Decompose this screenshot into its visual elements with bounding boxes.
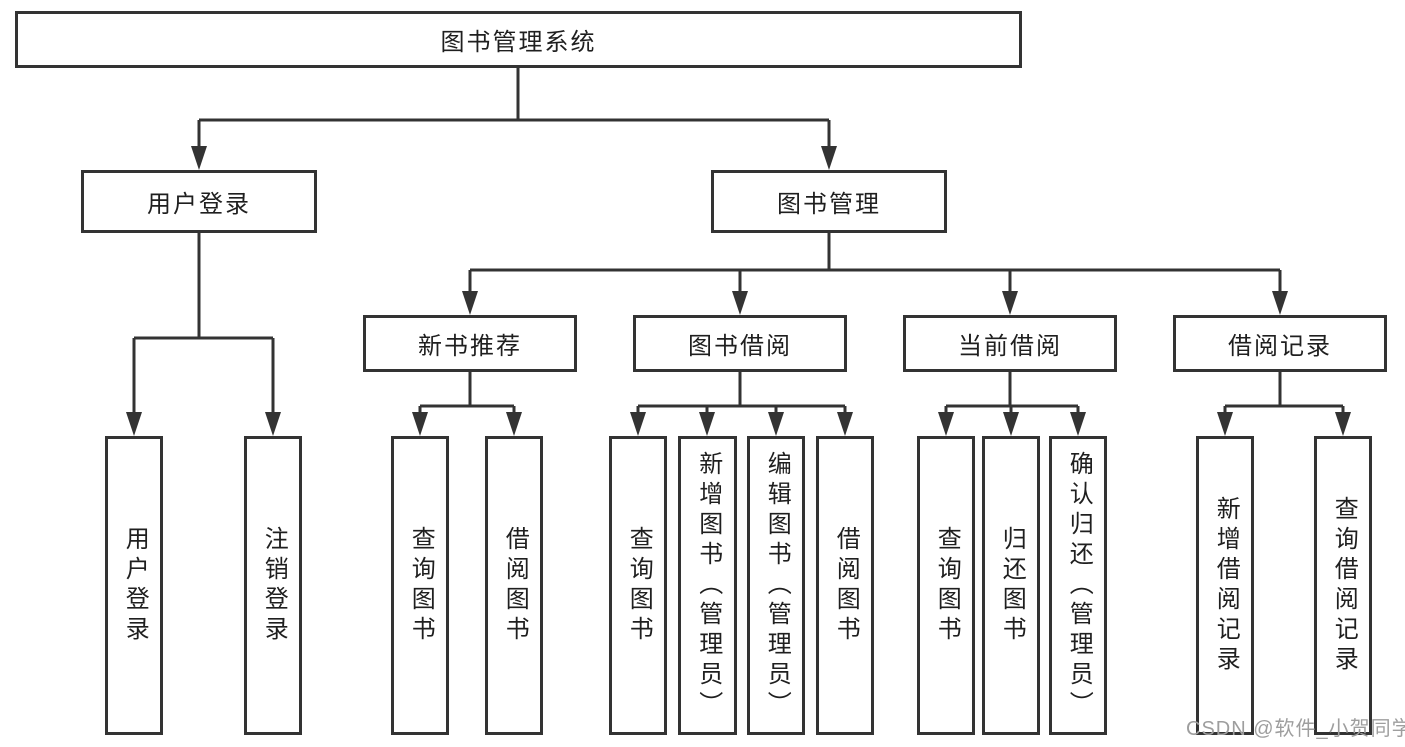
leaf-cb-confirm-return-admin: 确认归还（管理员） <box>1049 436 1107 735</box>
node-current-borrowing-label: 当前借阅 <box>958 333 1062 360</box>
leaf-bb-query-books-label: 查询图书 <box>625 525 653 646</box>
node-user-login: 用户登录 <box>81 170 317 233</box>
leaf-br-query-record-label: 查询借阅记录 <box>1330 495 1358 676</box>
leaf-cb-confirm-return-admin-label: 确认归还（管理员） <box>1065 450 1093 721</box>
leaf-bb-edit-books-admin-label: 编辑图书（管理员） <box>763 450 791 721</box>
leaf-nb-query-books-label: 查询图书 <box>407 525 435 646</box>
leaf-br-query-record: 查询借阅记录 <box>1314 436 1372 735</box>
leaf-br-add-record: 新增借阅记录 <box>1196 436 1254 735</box>
leaf-nb-query-books: 查询图书 <box>391 436 449 735</box>
node-borrowing-records: 借阅记录 <box>1173 315 1387 372</box>
node-book-management: 图书管理 <box>711 170 947 233</box>
node-new-book-recommend: 新书推荐 <box>363 315 577 372</box>
node-root: 图书管理系统 <box>15 11 1022 68</box>
leaf-nb-borrow-books: 借阅图书 <box>485 436 543 735</box>
leaf-bb-borrow-books-label: 借阅图书 <box>832 525 860 646</box>
leaf-bb-add-books-admin: 新增图书（管理员） <box>678 436 737 735</box>
leaf-cb-return-books: 归还图书 <box>982 436 1040 735</box>
leaf-nb-borrow-books-label: 借阅图书 <box>501 525 529 646</box>
leaf-bb-edit-books-admin: 编辑图书（管理员） <box>747 436 805 735</box>
leaf-user-login: 用户登录 <box>105 436 163 735</box>
leaf-cb-query-books: 查询图书 <box>917 436 975 735</box>
leaf-bb-borrow-books: 借阅图书 <box>816 436 874 735</box>
leaf-cb-return-books-label: 归还图书 <box>998 525 1026 646</box>
node-new-book-recommend-label: 新书推荐 <box>418 333 522 360</box>
leaf-bb-query-books: 查询图书 <box>609 436 667 735</box>
node-book-borrowing-label: 图书借阅 <box>688 333 792 360</box>
watermark: CSDN @软件_小贺同学 <box>1186 718 1405 740</box>
leaf-logout-label: 注销登录 <box>260 525 288 646</box>
leaf-logout: 注销登录 <box>244 436 302 735</box>
leaf-user-login-label: 用户登录 <box>121 525 149 646</box>
node-root-label: 图书管理系统 <box>440 29 597 56</box>
node-user-login-label: 用户登录 <box>147 191 251 218</box>
node-current-borrowing: 当前借阅 <box>903 315 1117 372</box>
leaf-br-add-record-label: 新增借阅记录 <box>1212 495 1240 676</box>
leaf-bb-add-books-admin-label: 新增图书（管理员） <box>694 450 722 721</box>
node-borrowing-records-label: 借阅记录 <box>1228 333 1332 360</box>
leaf-cb-query-books-label: 查询图书 <box>933 525 961 646</box>
node-book-management-label: 图书管理 <box>777 191 881 218</box>
node-book-borrowing: 图书借阅 <box>633 315 847 372</box>
